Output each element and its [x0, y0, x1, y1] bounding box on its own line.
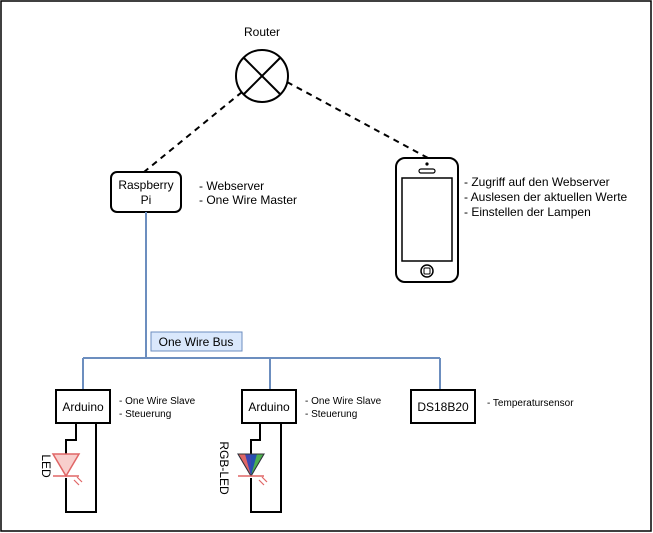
- smartphone-icon: [395, 157, 459, 283]
- phone-note-lamps: - Einstellen der Lampen: [464, 205, 591, 219]
- rgb-led-label: RGB-LED: [217, 441, 231, 495]
- sensor-note: - Temperatursensor: [487, 398, 574, 409]
- router-label: Router: [244, 25, 280, 39]
- arduino-1-label: Arduino: [62, 400, 104, 414]
- led-icon: [51, 453, 83, 486]
- raspberry-pi-label-line1: Raspberry: [118, 178, 173, 192]
- bus-label-box: [150, 331, 243, 352]
- raspberry-note-master: - One Wire Master: [199, 193, 297, 207]
- arduino-2-box: [241, 389, 297, 424]
- arduino-1-note-control: - Steuerung: [119, 409, 171, 420]
- router-to-phone-link: [286, 81, 429, 159]
- bus-label: One Wire Bus: [159, 335, 234, 349]
- raspberry-pi-label-line2: Pi: [141, 193, 152, 207]
- arduino-1-box: [55, 389, 111, 424]
- rgb-led-wire: [250, 423, 282, 513]
- phone-note-access: - Zugriff auf den Webserver: [464, 175, 610, 189]
- arduino-2-note-slave: - One Wire Slave: [305, 396, 382, 407]
- sensor-label: DS18B20: [417, 400, 469, 414]
- router-icon: [235, 49, 289, 103]
- phone-note-read: - Auslesen der aktuellen Werte: [464, 190, 628, 204]
- sensor-box: [410, 389, 476, 424]
- arduino-2-note-control: - Steuerung: [305, 409, 357, 420]
- led-label: LED: [39, 454, 53, 478]
- led-wire: [65, 423, 97, 513]
- raspberry-note-webserver: - Webserver: [199, 179, 264, 193]
- one-wire-bus: [82, 212, 441, 390]
- led-wire-top: [65, 423, 77, 454]
- rgb-led-icon: [237, 453, 268, 486]
- arduino-2-label: Arduino: [248, 400, 290, 414]
- rgb-led-wire-top: [250, 423, 261, 454]
- arduino-1-note-slave: - One Wire Slave: [119, 396, 196, 407]
